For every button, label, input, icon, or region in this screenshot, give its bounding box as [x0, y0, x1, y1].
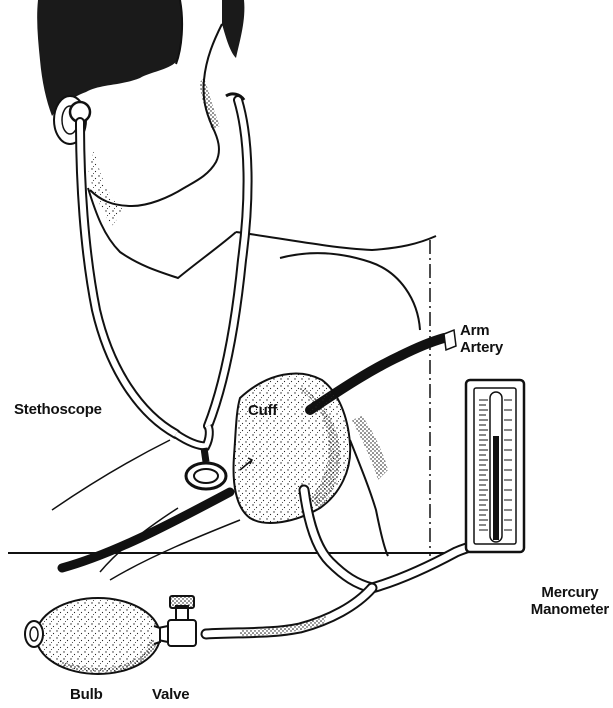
- bulb-neck: [154, 626, 160, 644]
- forearm-top: [52, 440, 170, 510]
- mercury-manometer-label: Mercury Manometer: [531, 584, 609, 618]
- artery-tip: [444, 330, 456, 350]
- stethoscope-label: Stethoscope: [14, 401, 102, 418]
- neck-shade: [88, 150, 124, 226]
- arm-artery-label: Arm Artery: [460, 322, 503, 356]
- arm-artery-label-line2: Artery: [460, 339, 503, 356]
- valve-body: [168, 620, 196, 646]
- cuff-label: Cuff: [248, 402, 277, 419]
- valve-label: Valve: [152, 686, 189, 703]
- bulb-shape: [36, 598, 160, 674]
- arm-artery-label-line1: Arm: [460, 322, 503, 339]
- armpit-shade: [352, 416, 388, 480]
- torso-outline: [236, 232, 436, 250]
- stethoscope-stem: [204, 448, 206, 462]
- valve-knob: [170, 596, 194, 608]
- cheek-shade: [200, 78, 220, 130]
- forearm-bottom: [110, 520, 240, 580]
- hair-shape: [37, 0, 182, 116]
- hair-right: [222, 0, 244, 58]
- mercury-manometer-label-line2: Manometer: [531, 601, 609, 618]
- bulb-label: Bulb: [70, 686, 103, 703]
- shoulder-contour: [280, 253, 420, 330]
- mercury-manometer-label-line1: Mercury: [531, 584, 609, 601]
- mercury-column: [493, 436, 499, 540]
- bulb-inlet: [25, 621, 43, 647]
- stethoscope-chestpiece: [186, 463, 226, 489]
